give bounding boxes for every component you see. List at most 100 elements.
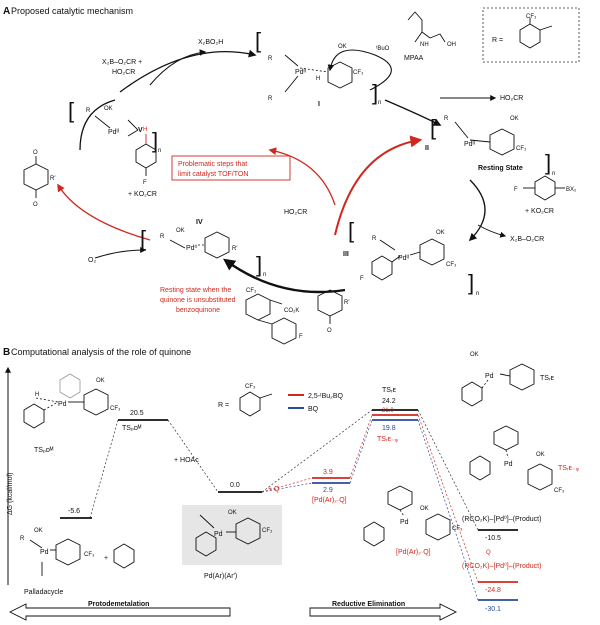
pdq-ok: OK [420, 506, 429, 512]
arrow-v-to-byproduct [149, 49, 207, 86]
pdq-structure [363, 485, 451, 547]
value-ts-pdm: 20.5 [130, 410, 144, 417]
product-cf3: CF₃ [246, 288, 257, 294]
label-prod-tbu: (RCO₂K)–[Pd⁰]–(Product) [462, 562, 541, 570]
fluorobenzene-h: H [143, 127, 147, 133]
complex-i-r1: R [268, 56, 273, 62]
complex-i-ok: OK [338, 44, 347, 50]
b-r-aryl-structure [239, 391, 273, 417]
x2b-o2cr-out: X₂B–O₂CR [510, 236, 544, 243]
b-r-cf3: CF₃ [245, 384, 256, 390]
problem-text-1: Problematic steps that [178, 161, 247, 168]
palladacycle-plus: + [104, 555, 108, 562]
aryl-boron-structure [523, 175, 565, 201]
ts-re-ok: OK [470, 352, 479, 358]
ts-req-cf3: CF₃ [554, 488, 565, 494]
arrow-right-label: Reductive Elimination [332, 601, 405, 608]
resting-q-text-2: quinone is unsubstituted [160, 297, 236, 304]
panel-b: B Computational analysis of the role of … [3, 347, 579, 621]
ts-re-structure [461, 363, 535, 407]
ts-req-pd: Pd [504, 461, 513, 468]
mpaa-label: MPAA [404, 55, 424, 62]
prod-q-superscript: Q [486, 550, 491, 556]
arrow-boron-out [477, 224, 507, 238]
pd-ar-ok: OK [228, 510, 237, 516]
r-definition-label: R = [492, 37, 503, 44]
arrow-ii-to-iii [468, 179, 486, 242]
complex-iii-ok: OK [436, 230, 445, 236]
value-ts-re: 24.2 [382, 398, 396, 405]
pdq-pd: Pd [400, 519, 409, 526]
arrow-o2 [94, 247, 147, 259]
value-pdq-bq: 2.9 [323, 487, 333, 494]
problem-box [171, 155, 291, 181]
panel-b-letter: B [3, 347, 10, 358]
legend-label-bq: BQ [308, 406, 319, 413]
arrow-i-to-ii [384, 99, 442, 126]
panel-b-title: Computational analysis of the role of qu… [11, 347, 191, 357]
quinone-center-o: O [327, 328, 332, 334]
ts-req-ok: OK [536, 452, 545, 458]
complex-ii: [ ] [430, 115, 551, 175]
quinone-left-r: R′ [50, 176, 56, 182]
svg-text:]: ] [256, 252, 262, 277]
arrow-iii-to-ii-red [334, 135, 423, 236]
energy-level-pdq [312, 477, 350, 484]
complex-i-pd: Pdᴵᴵ [295, 69, 306, 76]
benzene-structure [113, 543, 135, 569]
legend-label-tbubq: 2,5-ᵗBu₂BQ [308, 393, 344, 400]
svg-text:[: [ [430, 115, 436, 140]
aryl-boron-f: F [514, 187, 518, 193]
svg-text:[: [ [140, 226, 146, 251]
complex-ii-n: n [552, 171, 555, 177]
label-ts-req: TSᵣᴇ₋ᵩ [377, 436, 398, 443]
complex-v-ok: OK [104, 106, 113, 112]
label-iv: IV [196, 219, 203, 226]
complex-iii-pd: Pdᴵᴵ [398, 255, 409, 262]
r-aryl-structure [519, 18, 553, 49]
arrow-quinone-red [57, 183, 151, 241]
palladacycle-ok: OK [34, 528, 43, 534]
svg-text:[: [ [348, 218, 354, 243]
complex-iv-r: R [160, 234, 165, 240]
mpaa-ligand-structure [407, 11, 446, 43]
value-ts-req-bq: 19.8 [382, 425, 396, 432]
pd-ar-cf3: CF₃ [262, 528, 273, 534]
complex-iii-f: F [360, 276, 364, 282]
complex-ii-r: R [444, 116, 449, 122]
panel-a-title: Proposed catalytic mechanism [11, 6, 133, 16]
ts-re-struct-label: TSᵣᴇ [540, 375, 555, 382]
plus-ko2cr-right: + KO₂CR [525, 208, 554, 215]
legend: 2,5-ᵗBu₂BQ BQ [288, 393, 344, 413]
label-iii: III [343, 251, 349, 258]
complex-v-r: R [86, 108, 91, 114]
value-prod-bq: -30.1 [485, 606, 501, 613]
complex-iii: [ ] [348, 218, 474, 295]
plus-hoac: + HOAc [174, 457, 199, 464]
label-v: V [138, 127, 143, 134]
arrow-protodeboronation-red [268, 147, 336, 206]
mpaa-exchange-arrow [327, 49, 392, 91]
plus-ko2cr-mid: + KO₂CR [128, 191, 157, 198]
panel-a-letter: A [3, 6, 10, 17]
complex-iii-n: n [476, 291, 479, 297]
complex-i-n: n [378, 100, 381, 106]
complex-i: [ ] [255, 28, 378, 105]
palladacycle-cf3: CF₃ [84, 552, 95, 558]
complex-i-r2: R [268, 96, 273, 102]
complex-v-pd: Pdᴵᴵ [108, 129, 119, 136]
byproduct-borinic: X₂BO₂H [198, 39, 223, 46]
energy-connectors [89, 409, 479, 601]
fluorobenzene-structure [135, 134, 157, 176]
pdq-cf3: CF₃ [452, 526, 463, 532]
arrow-iv-to-v [79, 99, 116, 151]
mpaa-tbuo: ᵗBuO [376, 45, 390, 52]
value-prod-free: -10.5 [485, 535, 501, 542]
label-pdq: [Pd(Ar)₂·Q] [312, 497, 347, 504]
complex-iv-r-prime: R′ [232, 246, 238, 252]
label-ts-re: TSᵣᴇ [382, 387, 397, 394]
product-f: F [299, 334, 303, 340]
value-pdq-tbu: 3.9 [323, 469, 333, 476]
complex-iv-ok: OK [176, 228, 185, 234]
hoc-out: HO₂CR [500, 95, 523, 102]
